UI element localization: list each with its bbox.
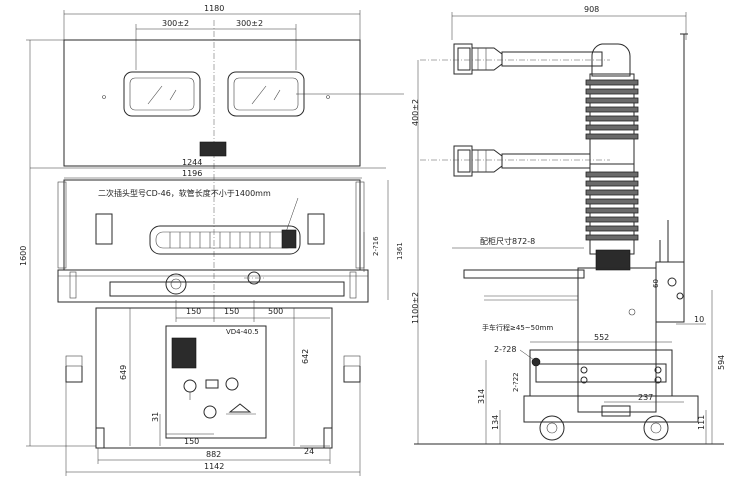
dim-111: 111	[697, 415, 706, 430]
warning-triangle-icon	[228, 403, 252, 413]
charge-indicator	[203, 405, 217, 419]
dim-134: 134	[491, 415, 500, 430]
side-view: 908	[411, 5, 726, 445]
phase-distance-note: 配柜尺寸872-8	[480, 236, 535, 246]
truck-bar	[109, 281, 345, 297]
front-wheel	[539, 415, 565, 441]
dim-552: 552	[594, 333, 609, 342]
stroke-note: 手车行程≥45~50mm	[482, 323, 553, 332]
nameplate-small	[199, 141, 227, 157]
carriage	[523, 395, 699, 423]
dim-1244: 1244	[182, 158, 202, 167]
lower-contact-fingers	[472, 149, 503, 173]
state-indicator	[205, 379, 219, 389]
dim-300-right: 300±2	[236, 19, 263, 28]
lower-insulator	[585, 163, 639, 271]
truck-top-rail	[463, 269, 585, 279]
viewing-window-left	[123, 71, 201, 117]
front-view: 1180 300±2 300±2 1244 1196 二次插头型号CD-	[19, 4, 404, 476]
dim-882: 882	[206, 450, 221, 459]
truck-lock-handle	[165, 273, 187, 295]
upper-contact-head	[453, 43, 473, 75]
dim-31: 31	[151, 412, 160, 422]
handle-right	[307, 213, 325, 245]
support-right	[343, 366, 361, 383]
dim-400: 400±2	[411, 99, 420, 126]
dim-1180: 1180	[204, 4, 224, 13]
upper-elbow	[591, 43, 631, 77]
dim-642: 642	[301, 349, 310, 364]
dim-1600: 1600	[19, 246, 28, 266]
dim-24: 24	[304, 447, 314, 456]
dim-10: 10	[694, 315, 704, 324]
dim-60: 60	[652, 279, 660, 288]
truck-base	[529, 349, 673, 397]
dim-2-16: 2-?16	[372, 236, 380, 256]
breaker-body	[95, 307, 333, 449]
lower-arm-rod	[501, 153, 591, 169]
dim-1142: 1142	[204, 462, 224, 471]
handle-left	[95, 213, 113, 245]
plug-note: 二次插头型号CD-46，软管长度不小于1400mm	[98, 188, 271, 198]
dim-237: 237	[638, 393, 653, 402]
dim-314: 314	[477, 389, 486, 404]
dim-1196: 1196	[182, 169, 202, 178]
truck-cross-bar	[535, 363, 667, 383]
upper-contact-fingers	[472, 47, 503, 71]
dim-150-a: 150	[186, 307, 201, 316]
upper-insulator	[585, 73, 639, 165]
dim-649: 649	[119, 365, 128, 380]
mechanism-housing	[577, 267, 657, 413]
on-off-button	[225, 377, 239, 391]
support-left	[65, 366, 83, 383]
upper-arm-rod	[501, 51, 603, 67]
dim-1361: 1361	[396, 242, 404, 260]
counter-indicator	[183, 379, 197, 393]
lower-contact-head	[453, 145, 473, 177]
secondary-cable-hose	[149, 225, 301, 255]
upper-door-panel	[63, 39, 361, 167]
breaker-nameplate	[171, 337, 197, 369]
breaker-control-panel	[165, 325, 267, 439]
dim-300-left: 300±2	[162, 19, 189, 28]
dim-150-b: 150	[224, 307, 239, 316]
dim-594: 594	[717, 355, 726, 370]
dim-150-c: 150	[184, 437, 199, 446]
dim-1100: 1100±2	[411, 292, 420, 324]
secondary-plug	[281, 229, 297, 249]
truck-frame	[57, 269, 369, 303]
viewing-window-right	[227, 71, 305, 117]
rear-wheel	[643, 415, 669, 441]
dim-500: 500	[268, 307, 283, 316]
breaker-model-label: VD4-40.5	[226, 328, 259, 336]
dim-908: 908	[584, 5, 599, 14]
rear-latch	[655, 261, 685, 323]
dim-2-28: 2-?28	[494, 345, 516, 354]
dim-2-22: 2-?22	[512, 372, 520, 392]
